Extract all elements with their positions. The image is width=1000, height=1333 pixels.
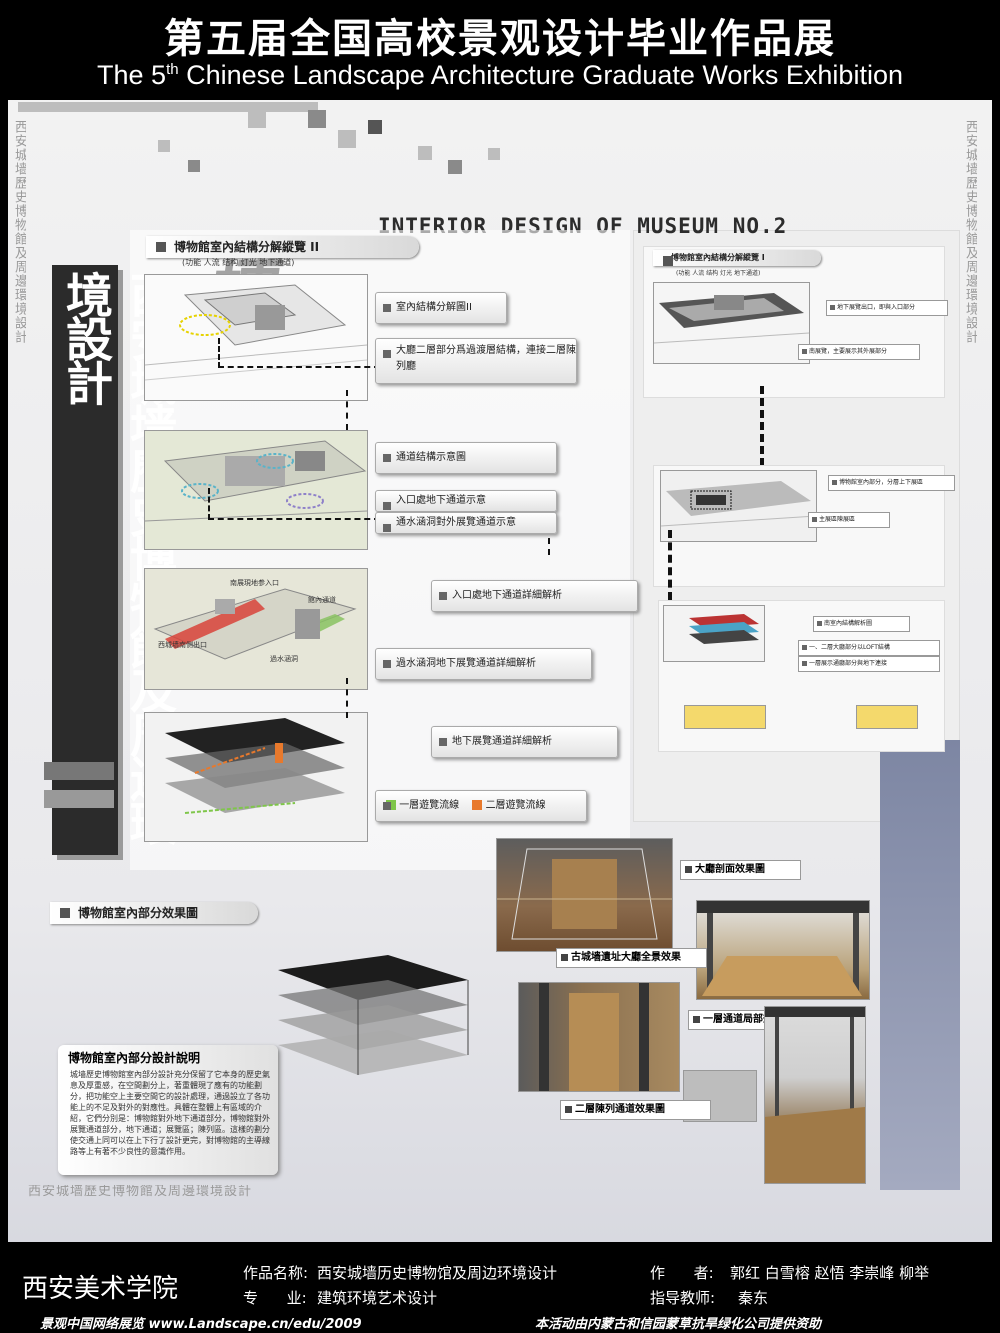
gray-bar <box>44 762 114 780</box>
label-culvert-exhibition: 通水涵洞對外展覽通道示意 <box>375 512 557 534</box>
advisor-label: 指导教师: <box>650 1289 716 1307</box>
header-title-cn: 第五届全国高校景观设计毕业作品展 <box>164 16 836 62</box>
label-entrance-analysis: 入口處地下通道詳細解析 <box>431 580 638 612</box>
render-hall-section <box>496 838 673 952</box>
pixel-block <box>448 160 462 174</box>
section1-title: 博物館室內結構分解縱覽 II <box>146 236 419 258</box>
legend-swatch-green <box>386 800 396 810</box>
legend-label-second: 二層遊覽流線 <box>485 800 546 811</box>
render-label-2: 古城墙遺址大廳全景效果 <box>556 948 707 968</box>
section1-subtitle: (功能 人流 结构 灯光 地下通道) <box>182 258 295 267</box>
small-label-interior: 博物館室內部分，分層上下展區 <box>828 475 955 491</box>
big-arrow-connector <box>760 386 764 466</box>
small-label-main-hall: 主展區陳展區 <box>808 512 890 528</box>
structure-image-2 <box>144 430 368 550</box>
pixel-block <box>158 140 170 152</box>
pixel-block <box>308 110 326 128</box>
advisor: 秦东 <box>738 1289 769 1307</box>
render-great-hall <box>696 900 870 1000</box>
header-title-en: The 5th Chinese Landscape Architecture G… <box>0 60 1000 91</box>
map-note-4: 過水涵洞 <box>270 655 298 663</box>
header-title-en-sup: th <box>166 61 179 78</box>
label-hall-second-floor: 大廳二層部分爲過渡層結構，連接二層陳列廳 <box>375 338 577 384</box>
big-arrow-connector <box>668 530 672 600</box>
flow-legend: 一層遊覽流線 二層遊覽流線 <box>375 790 587 822</box>
connector-line <box>208 488 380 520</box>
plan-thumbnail-1 <box>684 705 766 729</box>
pixel-block <box>418 146 432 160</box>
structure-image-3 <box>144 568 368 690</box>
pixel-block <box>488 148 500 160</box>
label-structure-diagram: 室內結構分解圖II <box>375 292 507 324</box>
section2-image-2 <box>660 470 817 542</box>
interior-structure-render <box>268 950 488 1100</box>
major-label: 专 业: <box>243 1289 307 1307</box>
work-label: 作品名称: <box>243 1264 309 1282</box>
structure-image-1 <box>144 274 368 401</box>
section2-image-3 <box>663 605 765 662</box>
pixel-block <box>188 160 200 172</box>
small-label-connect: 一層展示通廳部分與地下連接 <box>798 656 940 672</box>
structure-image-4 <box>144 712 368 842</box>
footer: 西安美术学院 作品名称: 西安城墙历史博物馆及周边环境设计 作 者: 郭红 白雪… <box>0 1242 1000 1333</box>
major: 建筑环境艺术设计 <box>317 1289 438 1307</box>
author-label: 作 者: <box>650 1264 714 1282</box>
left-border-strip: 西安城墙歷史博物館及周邊環境設計 <box>12 120 26 344</box>
poster-board: 西安城墙歷史博物館及周邊環境設計 西安城墙歷史博物館及周邊環境設計 西安城墙歷史… <box>8 100 992 1242</box>
design-note: 博物館室內部分設計說明 城墙歷史博物館室內部分設計充分保留了它本身的歷史氣息及厚… <box>58 1045 278 1175</box>
authors: 郭红 白雪榕 赵悟 李崇峰 柳举 <box>730 1264 930 1282</box>
label-underground-analysis: 地下展覽通道詳細解析 <box>431 726 618 758</box>
exhibition-header: 第五届全国高校景观设计毕业作品展 The 5th Chinese Landsca… <box>0 0 1000 100</box>
map-note-3: 館內通道 <box>308 596 336 604</box>
sponsor-note: 本活动由内蒙古和信园蒙草抗旱绿化公司提供资助 <box>535 1317 822 1332</box>
render-gallery <box>764 1006 866 1184</box>
bottom-border-strip: 西安城墙歷史博物館及周邊環境設計 <box>28 1185 253 1199</box>
small-label-structure: 南室內結構解析圖 <box>813 616 910 632</box>
section2-title: 博物館室內結構分解縱覽 I <box>653 250 821 266</box>
label-culvert-analysis: 過水涵洞地下展覽通道詳細解析 <box>375 648 592 680</box>
connector-line <box>346 678 348 718</box>
blue-panel <box>880 740 960 1190</box>
map-note-2: 西城墙南侧出口 <box>158 641 207 649</box>
school-name: 西安美术学院 <box>22 1274 179 1304</box>
map-note-1: 南展現地参入口 <box>230 579 279 587</box>
gray-bar <box>44 790 114 808</box>
small-label-loft: 一、二層大廳部分以LOFT結構 <box>798 640 940 656</box>
museum-number: NO.2 <box>732 214 788 238</box>
pixel-band <box>18 102 318 112</box>
legend-swatch-orange <box>472 800 483 810</box>
header-title-en-post: Chinese Landscape Architecture Graduate … <box>178 60 903 90</box>
connector-line <box>218 338 380 368</box>
header-title-en-pre: The 5 <box>97 60 167 90</box>
section3-title: 博物館室內部分效果圖 <box>50 902 258 924</box>
site-link[interactable]: 景观中国网络展览 www.Landscape.cn/edu/2009 <box>40 1317 362 1332</box>
work-name: 西安城墙历史博物馆及周边环境设计 <box>317 1264 558 1282</box>
pixel-block <box>248 110 266 128</box>
label-passage-structure: 通道结構示意圖 <box>375 442 557 474</box>
small-label-exit: 地下展覽出口，即與入口部分 <box>826 300 948 316</box>
label-entrance-underground: 入口處地下通道示意 <box>375 490 557 512</box>
render-passage <box>518 982 680 1092</box>
legend-label-first: 一層遊覽流線 <box>399 800 460 811</box>
section2-subtitle: (功能 人流 结构 灯光 地下通道) <box>676 270 761 277</box>
connector-line <box>346 390 348 430</box>
render-label-1: 大廳剖面效果圖 <box>680 860 801 880</box>
section2-image-1 <box>653 282 810 364</box>
render-label-4: 二層陳列通道效果圖 <box>560 1100 711 1120</box>
design-note-title: 博物館室內部分設計說明 <box>68 1051 201 1065</box>
right-border-strip: 西安城墙歷史博物館及周邊環境設計 <box>963 120 977 344</box>
plan-thumbnail-2 <box>856 705 918 729</box>
small-label-south: 南展覽，主要展示其外展部分 <box>798 344 920 360</box>
design-note-body: 城墙歷史博物館室內部分設計充分保留了它本身的歷史氣息及厚重感，在空間劃分上，著重… <box>70 1070 270 1156</box>
pixel-block <box>368 120 382 134</box>
pixel-block <box>338 130 356 148</box>
